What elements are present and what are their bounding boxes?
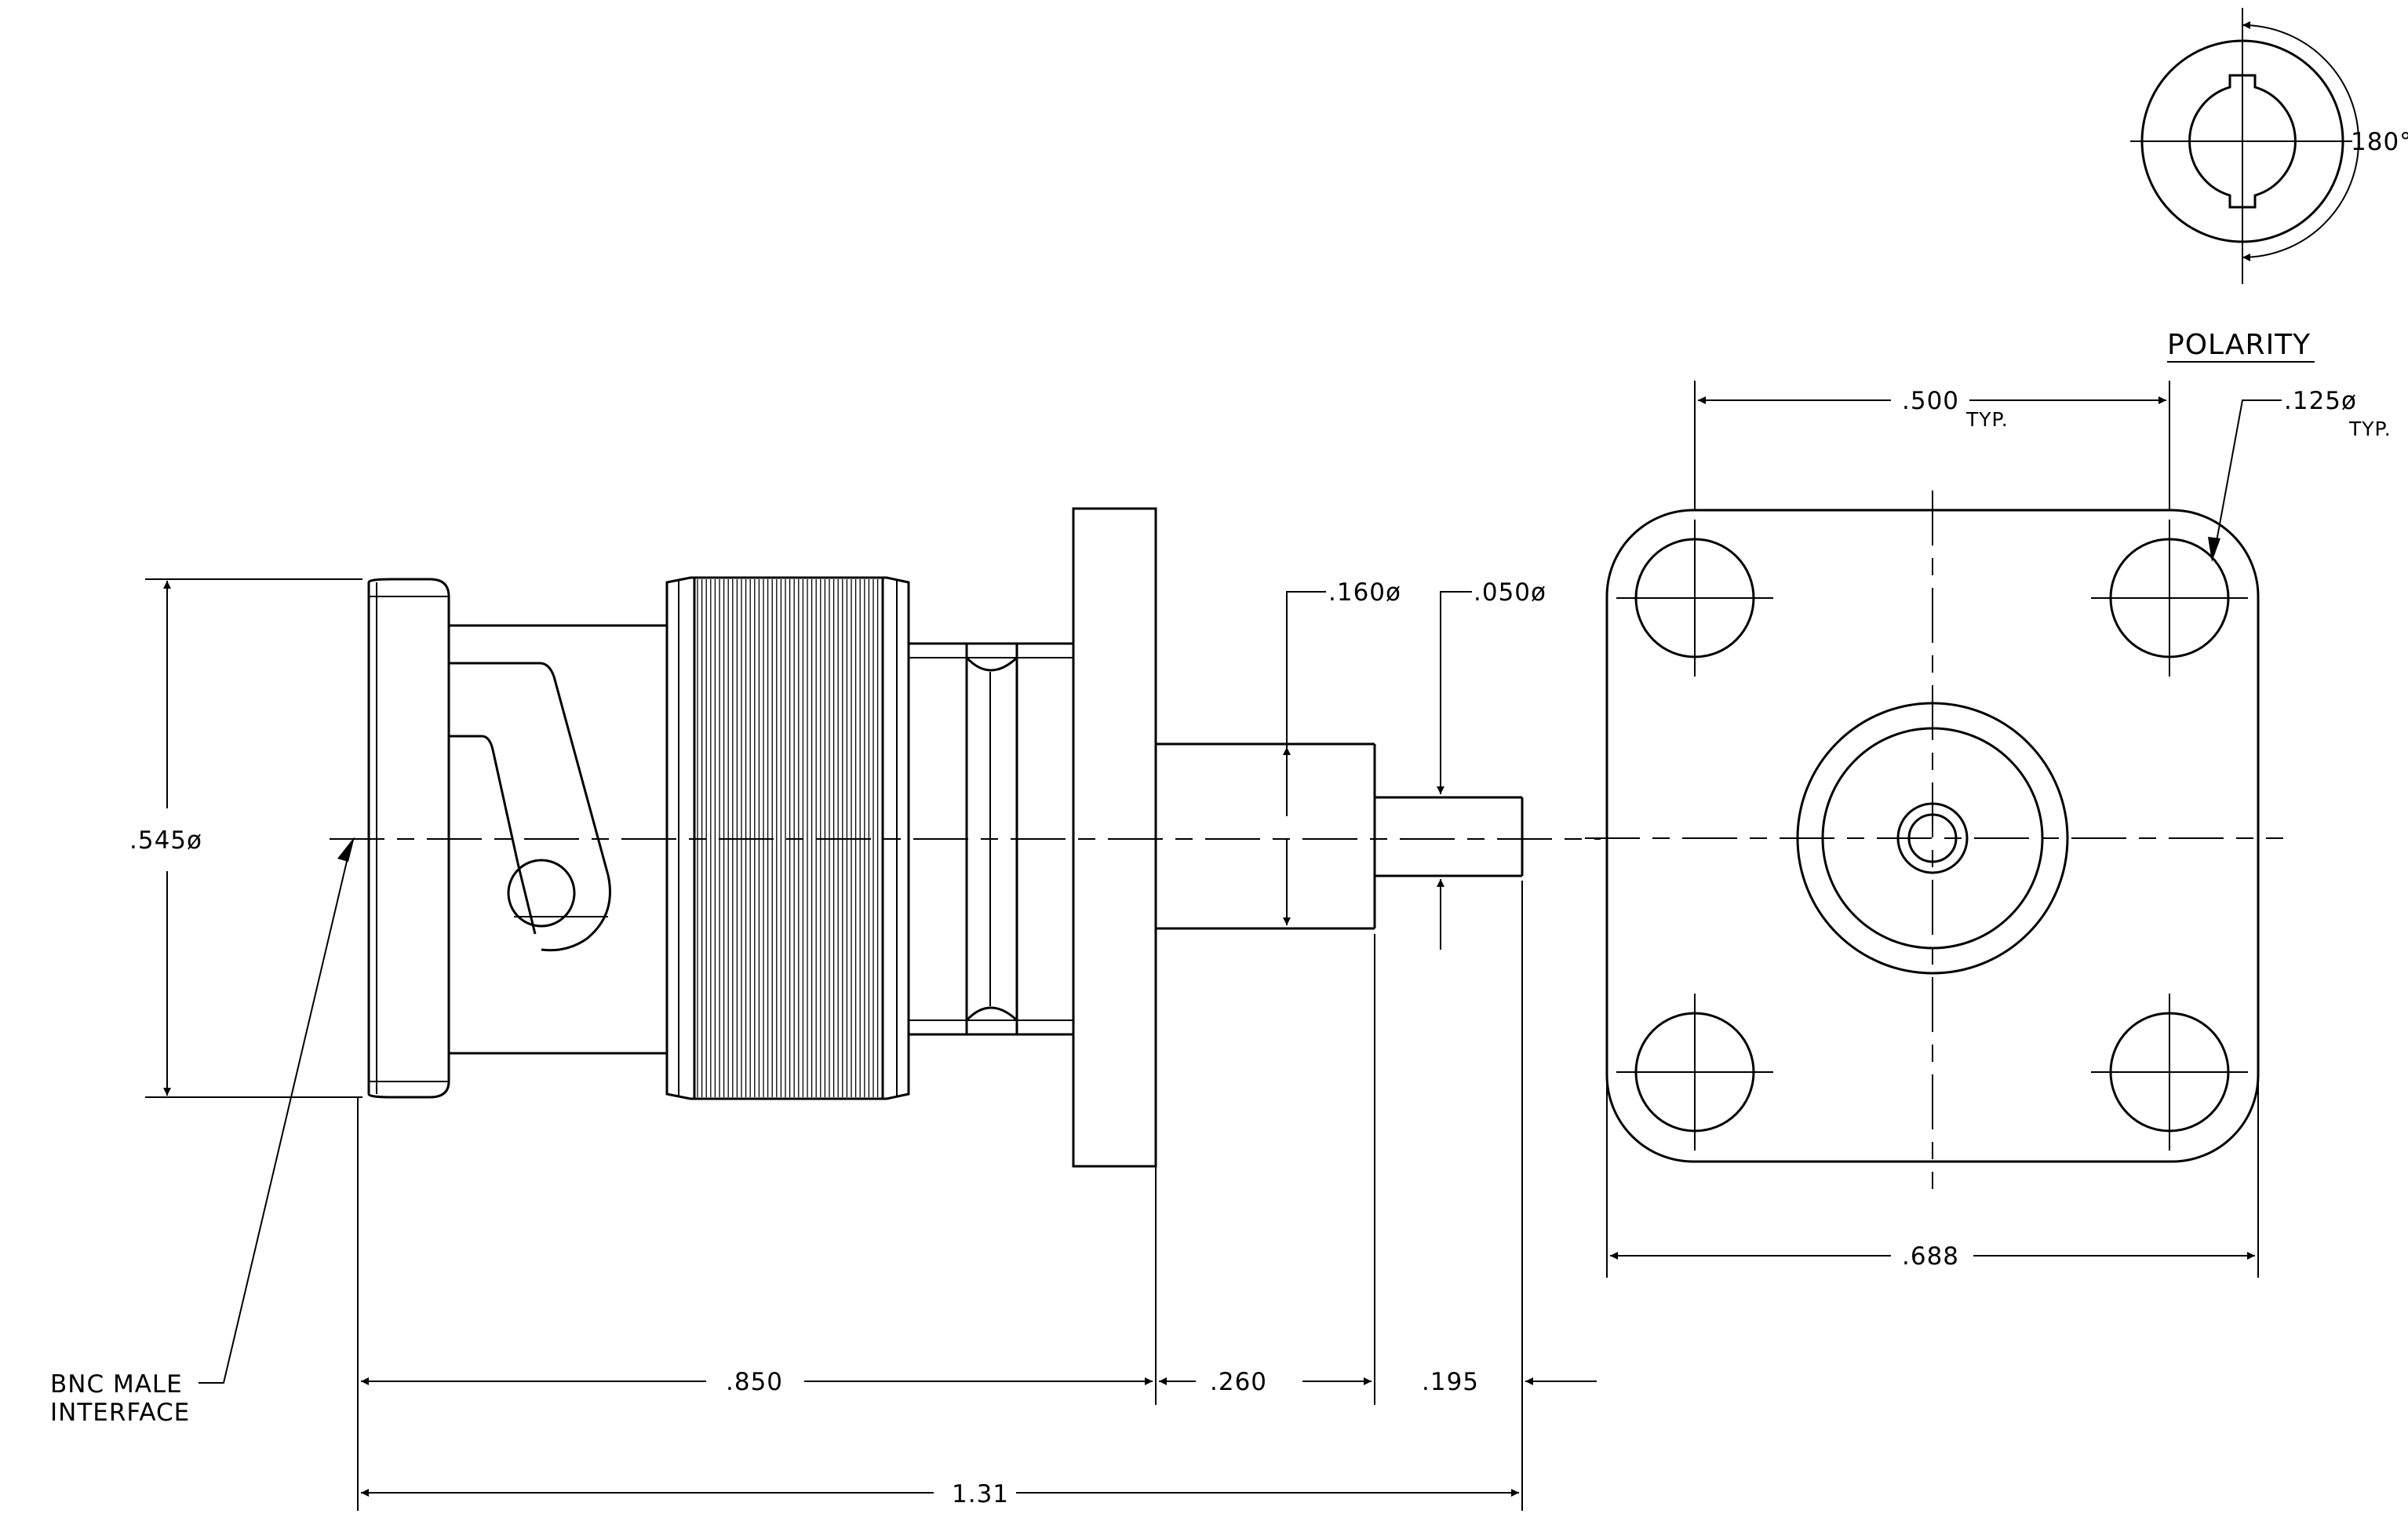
insulator-ring bbox=[1896, 802, 1969, 874]
dim-shoulder-length: .260 bbox=[1159, 1368, 1372, 1396]
polarity-angle-label: 180° bbox=[2351, 128, 2408, 156]
flange-front-view bbox=[1585, 491, 2283, 1189]
hole-diameter-label: .125ø bbox=[2284, 387, 2357, 415]
knurl-lines bbox=[697, 579, 879, 1097]
shoulder-diameter-label: .160ø bbox=[1328, 578, 1401, 607]
dim-hole-diameter: .125ø TYP. bbox=[2208, 387, 2392, 562]
side-dimensions: .545ø BNC MALE INTERFACE .850 .260 bbox=[50, 578, 1597, 1511]
interface-label-line1: BNC MALE bbox=[50, 1370, 183, 1399]
polarity-title: POLARITY bbox=[2167, 329, 2311, 361]
dim-pin-length: .195 bbox=[1422, 1368, 1597, 1396]
mounting-hole-top-right bbox=[2091, 520, 2248, 677]
shoulder-length-label: .260 bbox=[1210, 1368, 1267, 1396]
mounting-hole-bottom-left bbox=[1616, 994, 1773, 1151]
dim-flange-length: .850 bbox=[361, 1368, 1153, 1396]
dim-pin-diameter: .050ø bbox=[1437, 578, 1546, 950]
knurled-coupling-nut bbox=[665, 576, 910, 1100]
hole-diameter-note: TYP. bbox=[2348, 418, 2392, 440]
dim-overall-length: 1.31 bbox=[361, 1480, 1519, 1508]
hole-spacing-note: TYP. bbox=[1965, 408, 2009, 431]
side-view bbox=[330, 507, 1601, 1168]
pin-length-label: .195 bbox=[1422, 1368, 1479, 1396]
bayonet-sleeve bbox=[449, 624, 667, 1055]
dim-body-diameter: .545ø bbox=[129, 578, 362, 1098]
pin-diameter-label: .050ø bbox=[1474, 578, 1546, 607]
center-contact bbox=[1907, 813, 1958, 863]
overall-length-label: 1.31 bbox=[952, 1480, 1009, 1508]
mounting-hole-top-left bbox=[1616, 520, 1773, 677]
front-dimensions: .500 TYP. .125ø TYP. .688 bbox=[1606, 381, 2392, 1278]
rear-pin bbox=[1375, 796, 1524, 877]
dim-hole-spacing: .500 TYP. bbox=[1694, 381, 2170, 510]
polarity-key-profile bbox=[2188, 74, 2297, 209]
mounting-flange bbox=[1072, 507, 1157, 1168]
mounting-hole-bottom-right bbox=[2091, 994, 2248, 1151]
hole-spacing-label: .500 bbox=[1902, 387, 1959, 415]
polarity-detail: 180° POLARITY bbox=[2130, 8, 2408, 363]
interface-leader: BNC MALE INTERFACE bbox=[50, 837, 355, 1427]
bnc-front-ring bbox=[367, 578, 450, 1099]
polarity-rotation-arc bbox=[2242, 21, 2359, 261]
interface-label-line2: INTERFACE bbox=[50, 1399, 190, 1427]
dim-shoulder-diameter: .160ø bbox=[1283, 578, 1401, 929]
bore-inner-ring bbox=[1821, 727, 2044, 950]
body-diameter-label: .545ø bbox=[129, 826, 202, 855]
flange-length-label: .850 bbox=[726, 1368, 783, 1396]
bore-outer-ring bbox=[1796, 702, 2069, 975]
rear-shoulder bbox=[1156, 742, 1376, 930]
flange-width-label: .688 bbox=[1902, 1242, 1959, 1271]
bayonet-stud bbox=[507, 859, 576, 928]
dim-flange-width: .688 bbox=[1606, 1077, 2259, 1278]
connector-body bbox=[909, 642, 1073, 1036]
